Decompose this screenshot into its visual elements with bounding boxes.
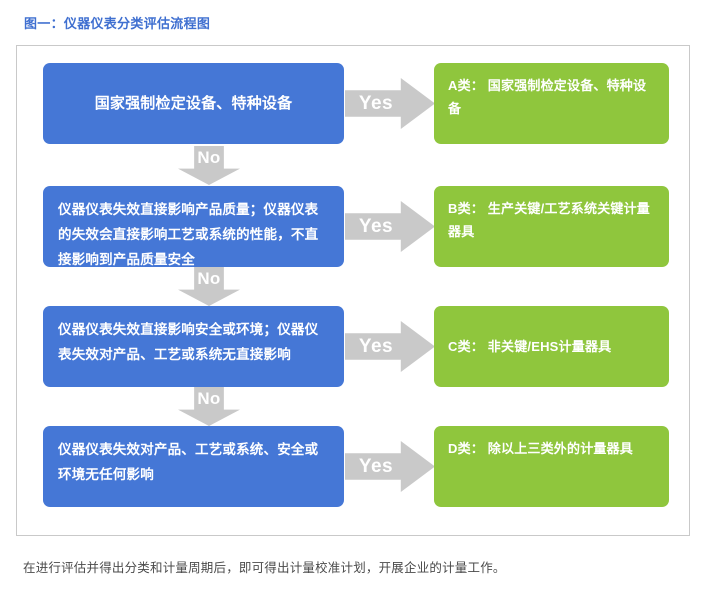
flow-row: 国家强制检定设备、特种设备 Yes A类： 国家强制检定设备、特种设备 xyxy=(17,63,689,144)
condition-box-d[interactable]: 仪器仪表失效对产品、工艺或系统、安全或环境无任何影响 xyxy=(43,426,344,507)
yes-arrow-c: Yes xyxy=(345,321,435,372)
yes-arrow-b: Yes xyxy=(345,201,435,252)
no-arrow-3: No xyxy=(178,387,240,426)
flow-row: 仪器仪表失效直接影响安全或环境；仪器仪表失效对产品、工艺或系统无直接影响 Yes… xyxy=(17,306,689,387)
no-arrow-label: No xyxy=(197,268,221,288)
figure-title: 图一：仪器仪表分类评估流程图 xyxy=(24,16,211,31)
flowchart-frame: 国家强制检定设备、特种设备 Yes A类： 国家强制检定设备、特种设备 No 仪… xyxy=(16,45,690,536)
flow-row: 仪器仪表失效对产品、工艺或系统、安全或环境无任何影响 Yes D类： 除以上三类… xyxy=(17,426,689,507)
condition-box-a[interactable]: 国家强制检定设备、特种设备 xyxy=(43,63,344,144)
yes-arrow-d: Yes xyxy=(345,441,435,492)
result-box-a[interactable]: A类： 国家强制检定设备、特种设备 xyxy=(434,63,669,144)
yes-arrow-label: Yes xyxy=(358,215,394,237)
no-arrow-1: No xyxy=(178,146,240,185)
result-box-b[interactable]: B类： 生产关键/工艺系统关键计量器具 xyxy=(434,186,669,267)
yes-arrow-label: Yes xyxy=(358,335,394,357)
condition-box-b[interactable]: 仪器仪表失效直接影响产品质量；仪器仪表的失效会直接影响工艺或系统的性能，不直接影… xyxy=(43,186,344,267)
figure-caption: 在进行评估并得出分类和计量周期后，即可得出计量校准计划，开展企业的计量工作。 xyxy=(23,561,506,575)
yes-arrow-label: Yes xyxy=(358,92,394,114)
condition-box-c[interactable]: 仪器仪表失效直接影响安全或环境；仪器仪表失效对产品、工艺或系统无直接影响 xyxy=(43,306,344,387)
flow-row: 仪器仪表失效直接影响产品质量；仪器仪表的失效会直接影响工艺或系统的性能，不直接影… xyxy=(17,186,689,267)
result-box-c[interactable]: C类： 非关键/EHS计量器具 xyxy=(434,306,669,387)
result-box-d[interactable]: D类： 除以上三类外的计量器具 xyxy=(434,426,669,507)
no-arrow-label: No xyxy=(197,147,221,167)
no-arrow-label: No xyxy=(197,388,221,408)
yes-arrow-a: Yes xyxy=(345,78,435,129)
no-arrow-2: No xyxy=(178,267,240,306)
yes-arrow-label: Yes xyxy=(358,455,394,477)
